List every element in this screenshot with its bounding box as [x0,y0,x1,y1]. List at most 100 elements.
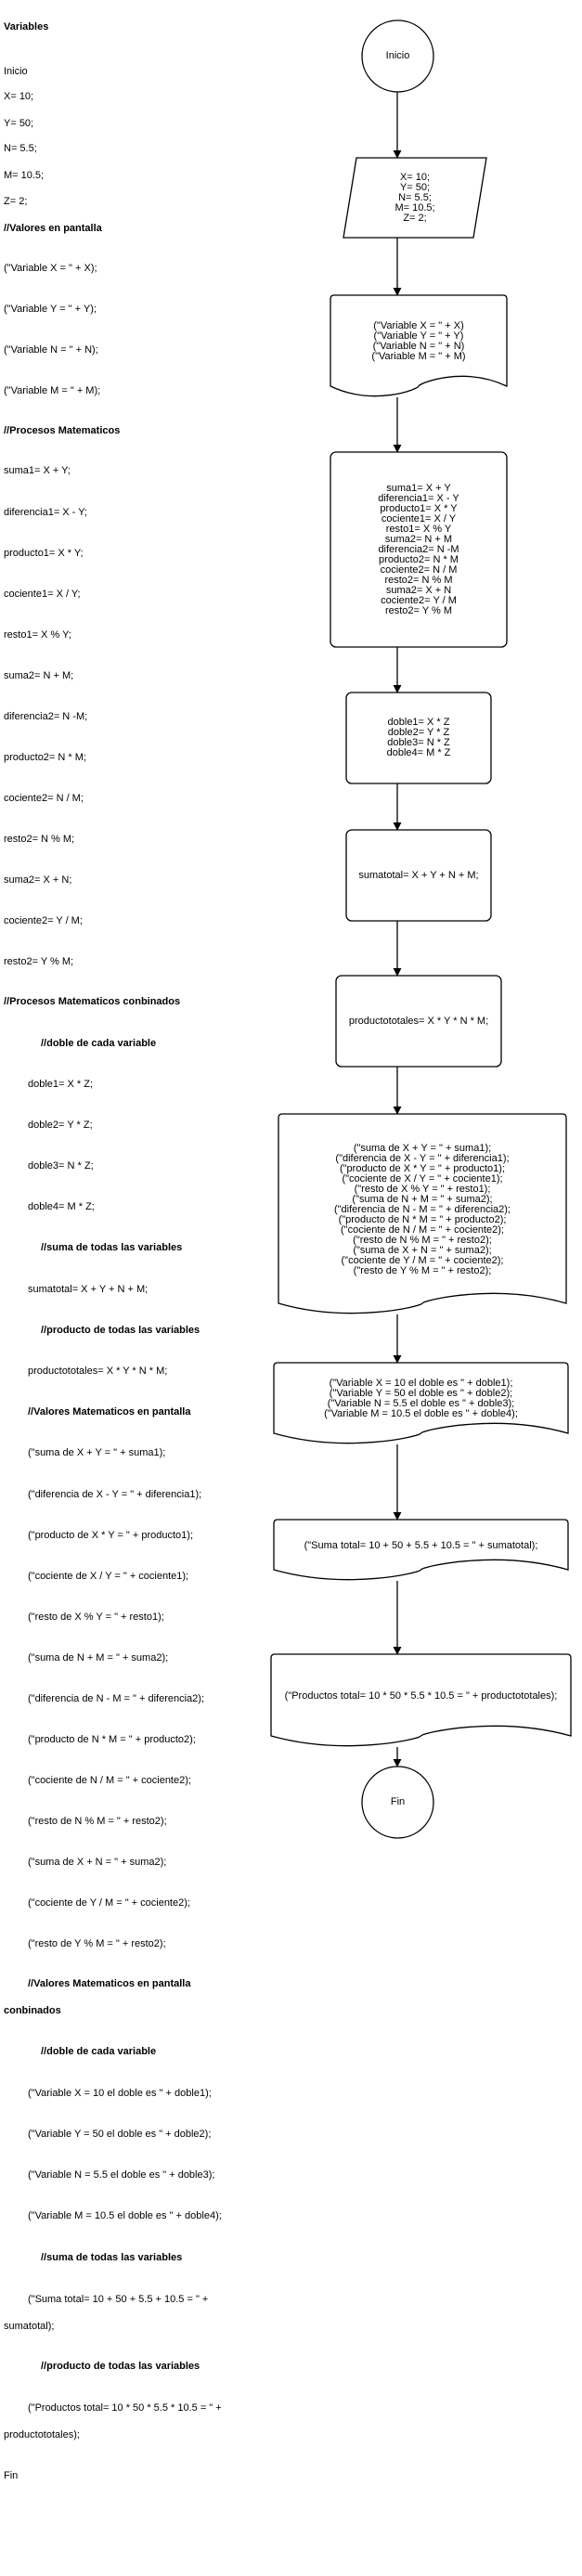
code-comment-line: //doble de cada variable [41,2046,157,2057]
flow-node-line: suma2= N + M [384,533,453,545]
code-line: cociente2= N / M; [4,793,84,804]
code-comment-line: //suma de todas las variables [41,1242,183,1253]
flow-node-line: cociente1= X / Y [381,512,457,524]
flow-node-line: ("Variable M = " + M) [371,351,466,362]
code-line: N= 5.5; [4,143,37,154]
code-line: productototales); [4,2429,80,2440]
code-line: ("producto de N * M = " + producto2); [28,1734,196,1745]
code-line: ("suma de X + N = " + suma2); [28,1857,167,1868]
flow-node-text: X= 10;Y= 50;N= 5.5;M= 10.5;Z= 2; [343,171,486,224]
flow-node-line: ("Variable Y = " + Y) [373,330,464,342]
code-line: ("diferencia de N - M = " + diferencia2)… [28,1693,205,1704]
flow-node-process [345,692,492,784]
flow-node-text: sumatotal= X + Y + N + M; [346,869,491,881]
code-line: doble4= M * Z; [28,1201,95,1212]
code-line: producto1= X * Y; [4,548,84,559]
code-comment-line: Variables [4,21,49,32]
flow-node-line: productototales= X * Y * N * M; [348,1015,489,1027]
flow-node-line: Fin [390,1796,406,1807]
code-line: productototales= X * Y * N * M; [28,1366,168,1377]
flow-node-line: M= 10.5; [394,201,435,214]
flow-node-line: resto1= X % Y [385,523,452,535]
code-line: doble2= Y * Z; [28,1120,93,1131]
code-comment-line: //doble de cada variable [41,1038,157,1049]
code-comment-line: //Valores en pantalla [4,223,102,234]
flow-node-terminal [361,19,434,93]
flow-node-line: doble2= Y * Z [387,727,450,738]
code-comment-line: //Valores Matematicos en pantalla [28,1978,191,1989]
flow-node-process [335,975,502,1068]
flow-node-line: cociente2= Y / M [381,594,457,606]
flow-node-line: doble3= N * Z [387,737,450,748]
flow-node-line: X= 10; [399,171,431,183]
code-line: doble1= X * Z; [28,1079,94,1090]
code-line: X= 10; [4,91,34,102]
code-line: ("producto de X * Y = " + producto1); [28,1530,194,1541]
code-line: ("cociente de N / M = " + cociente2); [28,1775,191,1786]
code-line: suma2= X + N; [4,874,72,886]
flow-node-line: producto2= N * M [379,553,459,565]
code-line: resto1= X % Y; [4,629,71,641]
code-line: suma2= N + M; [4,670,74,681]
code-line: ("resto de Y % M = " + resto2); [28,1938,166,1949]
flow-node-text: ("Variable X = " + X)("Variable Y = " + … [330,321,507,362]
flow-node-line: suma2= X + N [385,584,452,596]
flow-node-line: sumatotal= X + Y + N + M; [358,869,479,881]
flow-node-line: N= 5.5; [398,191,432,203]
code-line: ("Variable X = " + X); [4,263,97,274]
code-line: ("Variable M = 10.5 el doble es " + dobl… [28,2210,222,2221]
code-line: suma1= X + Y; [4,465,71,476]
flow-node-line: Z= 2; [403,212,427,224]
code-comment-line: //Procesos Matematicos conbinados [4,996,181,1007]
flow-node-line: suma1= X + Y [386,482,451,494]
code-line: resto2= Y % M; [4,956,74,967]
flow-node-data [343,157,487,239]
code-comment-line: //Procesos Matematicos [4,425,121,436]
flow-node-process [330,451,508,648]
code-line: producto2= N * M; [4,752,86,763]
code-line: Inicio [4,66,28,77]
flow-node-line: ("Variable N = " + N) [372,341,465,352]
flow-node-line: doble1= X * Z [387,717,450,728]
code-comment-line: //producto de todas las variables [41,2361,200,2372]
code-line: ("Suma total= 10 + 50 + 5.5 + 10.5 = " + [28,2294,209,2305]
code-line: ("diferencia de X - Y = " + diferencia1)… [28,1489,202,1500]
code-comment-line: //suma de todas las variables [41,2252,183,2263]
code-line: sumatotal= X + Y + N + M; [28,1284,149,1295]
code-line: cociente2= Y / M; [4,915,83,926]
flow-node-line: doble4= M * Z [386,747,451,758]
code-line: diferencia1= X - Y; [4,507,87,518]
code-line: ("suma de X + Y = " + suma1); [28,1447,166,1458]
flow-node-text: Fin [362,1797,433,1807]
flow-node-line: diferencia1= X - Y [378,492,459,504]
flow-node-line: ("Variable X = " + X) [373,320,464,331]
flow-node-text: Inicio [362,51,433,61]
code-line: diferencia2= N -M; [4,711,88,722]
flow-node-process [345,829,492,922]
code-line: ("Variable N = 5.5 el doble es " + doble… [28,2169,215,2181]
code-line: ("Variable X = 10 el doble es " + doble1… [28,2088,212,2099]
code-line: resto2= N % M; [4,834,75,845]
code-line: ("suma de N + M = " + suma2); [28,1652,169,1663]
flow-node-line: resto2= N % M [384,574,453,586]
code-line: doble3= N * Z; [28,1160,94,1171]
code-line: cociente1= X / Y; [4,589,81,600]
code-comment-line: conbinados [4,2005,61,2016]
code-line: Z= 2; [4,196,28,207]
code-comment-line: //Valores Matematicos en pantalla [28,1406,191,1417]
code-line: Y= 50; [4,118,34,129]
code-line: ("Variable N = " + N); [4,344,98,356]
flow-node-document [330,294,508,397]
flow-node-line: producto1= X * Y [380,502,458,514]
code-line: Fin [4,2470,19,2481]
flow-node-line: Y= 50; [399,181,431,193]
code-line: ("resto de N % M = " + resto2); [28,1816,167,1827]
flow-node-line: resto2= Y % M [384,604,453,616]
flow-node-line: diferencia2= N -M [378,543,459,555]
code-line: ("Variable M = " + M); [4,385,101,396]
code-line: ("cociente de Y / M = " + cociente2); [28,1897,190,1909]
code-line: sumatotal); [4,2321,55,2332]
